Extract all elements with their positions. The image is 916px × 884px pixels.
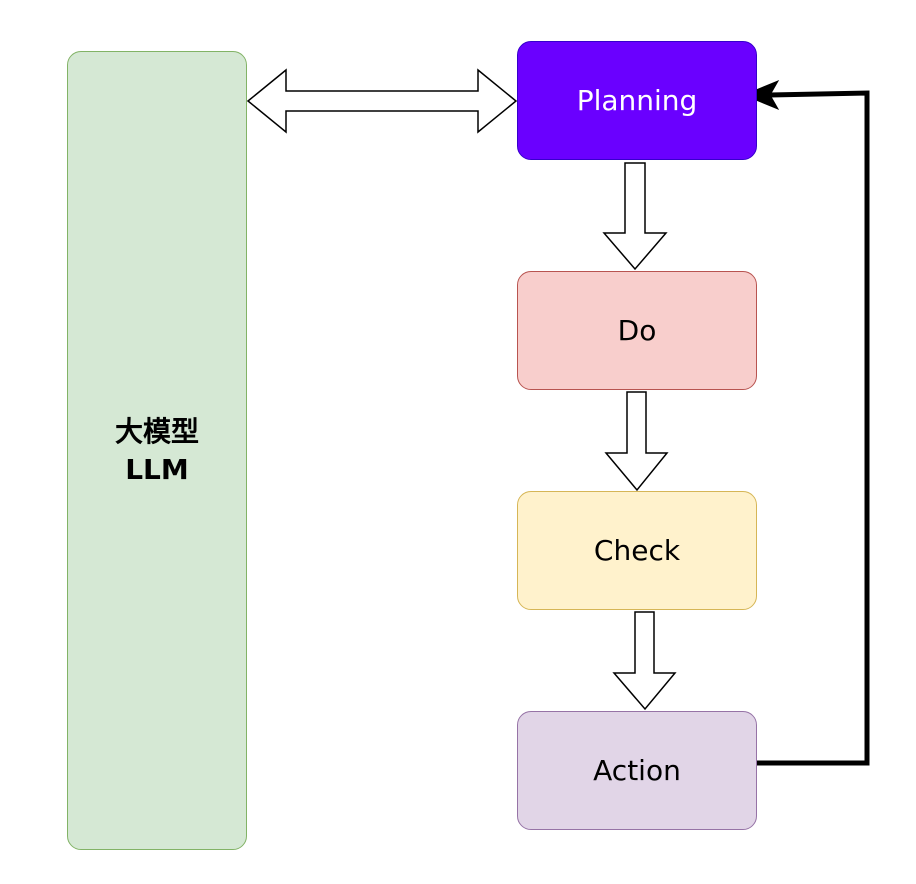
action-node: Action <box>517 711 757 830</box>
action-label: Action <box>593 754 681 787</box>
feedback-arrowhead <box>742 79 780 111</box>
do-label: Do <box>617 314 657 347</box>
action-to-planning-feedback-line <box>757 90 870 766</box>
llm-planning-bidirectional-arrow <box>246 68 518 134</box>
llm-node: 大模型 LLM <box>67 51 247 850</box>
do-to-check-arrow <box>604 391 669 492</box>
check-label: Check <box>593 534 681 567</box>
llm-label-en: LLM <box>125 452 189 486</box>
check-to-action-arrow <box>612 611 677 711</box>
llm-label-cn: 大模型 <box>114 414 199 448</box>
do-node: Do <box>517 271 757 390</box>
planning-to-do-arrow <box>602 162 668 271</box>
planning-node: Planning <box>517 41 757 160</box>
planning-label: Planning <box>576 84 698 117</box>
check-node: Check <box>517 491 757 610</box>
